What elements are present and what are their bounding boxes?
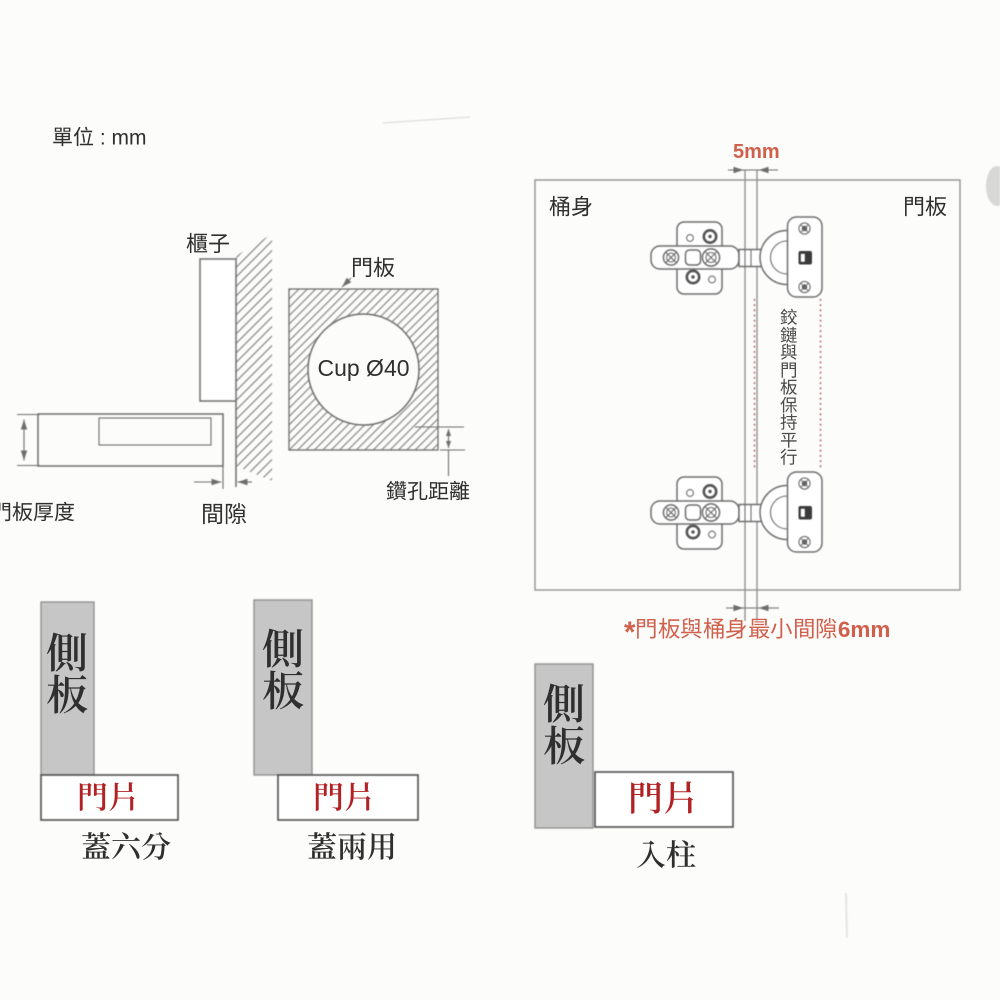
cabinet-label <box>186 232 230 255</box>
unit-label: : mm <box>52 126 147 148</box>
hinge-arm-screw <box>701 503 721 522</box>
door-panel-label-left <box>351 256 395 279</box>
door-piece-box <box>40 774 179 821</box>
hinge-joint-lines <box>744 250 752 267</box>
hinge-arm-screw <box>662 504 680 521</box>
hinge-arm-slot <box>684 249 702 266</box>
door-piece-label <box>628 780 698 817</box>
gap-label <box>201 502 247 526</box>
gap-dimension <box>194 466 252 489</box>
cup-hole <box>307 313 420 426</box>
hinge-cup-arc <box>759 229 788 286</box>
hinge-plate-screw <box>702 229 718 245</box>
hinge-arm-screw <box>662 249 680 266</box>
min-gap-note: *6mm <box>624 616 891 649</box>
side-panel-section <box>199 258 237 402</box>
hinge <box>650 471 823 553</box>
hinge <box>650 216 823 298</box>
hinge-cup-arc <box>759 484 788 541</box>
door-piece-label <box>77 781 139 813</box>
hinge-plate-screw <box>685 524 701 540</box>
cross-section-diagram <box>17 234 465 489</box>
hinge-plate-screw <box>685 269 701 285</box>
overlay-caption <box>636 839 696 871</box>
hinge-adjust-slot-notch <box>800 508 805 517</box>
side-panel-label <box>46 631 88 715</box>
front-view-diagram <box>534 166 961 621</box>
overlay-types-diagrams <box>40 599 734 829</box>
gap-5mm-label: 5mm <box>733 141 780 163</box>
overlay-caption <box>81 831 171 863</box>
thickness-dimension <box>17 413 40 467</box>
parallel-note <box>780 308 798 466</box>
wall-hatch <box>236 234 272 481</box>
hinge-plate-hole <box>708 275 716 284</box>
door-piece-box <box>594 771 734 828</box>
hinge-cup-screw <box>798 535 811 549</box>
overlay-caption <box>307 831 397 863</box>
cup-diameter-label: Cup Ø40 <box>317 355 410 381</box>
door-label-leader <box>341 277 352 288</box>
hinge-cup-screw <box>798 477 811 490</box>
hinge-joint-lines <box>744 505 752 522</box>
hinge-cup-screw <box>798 222 811 235</box>
drill-distance-label <box>386 480 470 502</box>
hinge-plate-screw <box>702 484 718 500</box>
hinge-cup-screw <box>798 280 811 294</box>
photo-artifacts <box>382 116 1000 939</box>
hinge-cup-inner-arc <box>769 495 788 530</box>
hinge-adjust-slot <box>798 506 812 520</box>
drill-distance-dimension <box>415 426 465 476</box>
door-piece-box <box>277 774 419 821</box>
door-section-outer <box>37 413 224 467</box>
hinge-arm-screw <box>701 248 721 267</box>
side-panel-label <box>543 682 585 766</box>
hinge-adjust-slot-notch <box>800 253 805 262</box>
side-panel-label <box>262 627 304 711</box>
thickness-label <box>0 501 75 523</box>
hinge-plate-hole <box>686 489 694 497</box>
hinge-adjust-slot <box>798 251 812 265</box>
hinge-plate-hole <box>708 530 716 539</box>
door-section-inner <box>98 417 212 446</box>
hinge-cup-inner-arc <box>769 240 788 275</box>
door-panel-label-right <box>903 195 947 218</box>
hinge-arm-slot <box>684 504 702 521</box>
front-view-frame <box>534 179 961 591</box>
hinge-plate-hole <box>686 234 694 242</box>
body-label <box>549 195 593 218</box>
door-piece-label <box>313 781 375 813</box>
